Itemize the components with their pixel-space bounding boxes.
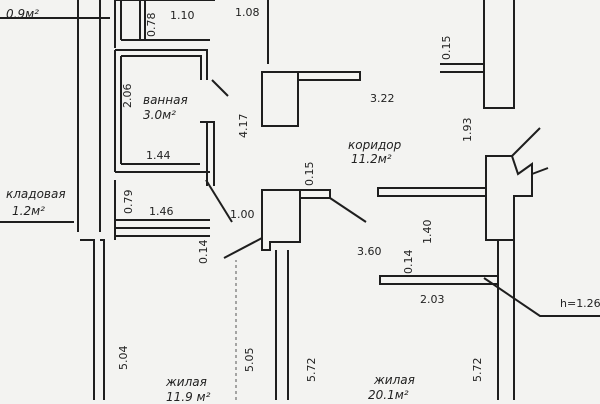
- ceiling-height-label: h=1.26: [560, 297, 600, 310]
- dim-1-40: 1.40: [421, 219, 434, 245]
- living-room-2-name-label: жилая: [374, 373, 415, 387]
- dim-0-15-top: 0.15: [440, 35, 453, 61]
- corridor-top-wall: [298, 71, 361, 81]
- dim-2-03: 2.03: [420, 293, 445, 306]
- corridor-area-label: 11.2м²: [351, 152, 392, 166]
- top-right-stub: [440, 63, 485, 73]
- storage-area-label: 1.2м²: [12, 204, 45, 218]
- bathroom-walls: [114, 49, 210, 173]
- corridor-mid-wall: [300, 189, 331, 199]
- bathroom-name-label: ванная: [143, 93, 188, 107]
- right-horizontal-wall: [377, 187, 487, 197]
- left-room-divider: [275, 250, 289, 400]
- living-room-1-name-label: жилая: [166, 375, 207, 389]
- right-vertical-lower: [497, 240, 515, 400]
- door-swing-storage: [205, 179, 233, 223]
- left-lower-wall: [80, 239, 105, 400]
- dim-0-14-left: 0.14: [197, 239, 210, 265]
- mid-dim-tick: [211, 79, 229, 97]
- h-leader: [483, 277, 600, 317]
- corridor-name-label: коридор: [348, 138, 402, 152]
- dim-1-08: 1.08: [235, 6, 260, 19]
- corridor-door-swing: [329, 197, 367, 223]
- right-diagonal-wall: [511, 127, 549, 175]
- inner-left-wall-upper: [114, 0, 122, 48]
- bathroom-area-label: 3.0м²: [143, 108, 176, 122]
- dim-3-22: 3.22: [370, 92, 395, 105]
- dim-4-17: 4.17: [237, 113, 250, 139]
- dim-0-14-right: 0.14: [402, 249, 415, 275]
- dim-0-79: 0.79: [122, 189, 135, 215]
- corridor-mid-pillar: [261, 189, 301, 251]
- storage-name-label: кладовая: [6, 187, 66, 201]
- dim-1-93: 1.93: [461, 117, 474, 143]
- dim-1-46: 1.46: [149, 205, 174, 218]
- dim-5-72-b: 5.72: [471, 357, 484, 383]
- dim-0-15-mid: 0.15: [303, 161, 316, 187]
- dim-5-72-a: 5.72: [305, 357, 318, 383]
- left-outer-wall: [77, 0, 101, 232]
- top-left-area-label: 0.9м²: [6, 7, 39, 21]
- dim-1-10: 1.10: [170, 9, 195, 22]
- dim-5-05: 5.05: [243, 347, 256, 373]
- dim-1-44: 1.44: [146, 149, 171, 162]
- left-door-swing: [223, 237, 263, 259]
- bathroom-right-wall: [200, 121, 215, 186]
- top-small-room-walls: [115, 0, 215, 41]
- living-room-2-area-label: 20.1м²: [368, 388, 409, 402]
- right-pillar: [485, 155, 533, 241]
- top-right-room: [483, 0, 515, 109]
- corridor-left-pillar: [261, 71, 299, 127]
- dim-3-60: 3.60: [357, 245, 382, 258]
- dim-5-04: 5.04: [117, 345, 130, 371]
- right-lower-wall: [379, 275, 499, 285]
- dim-1-00: 1.00: [230, 208, 255, 221]
- living-room-1-area-label: 11.9 м²: [166, 390, 211, 404]
- dim-0-78: 0.78: [145, 12, 158, 38]
- dim-2-06: 2.06: [121, 83, 134, 109]
- storage-walls: [114, 180, 210, 240]
